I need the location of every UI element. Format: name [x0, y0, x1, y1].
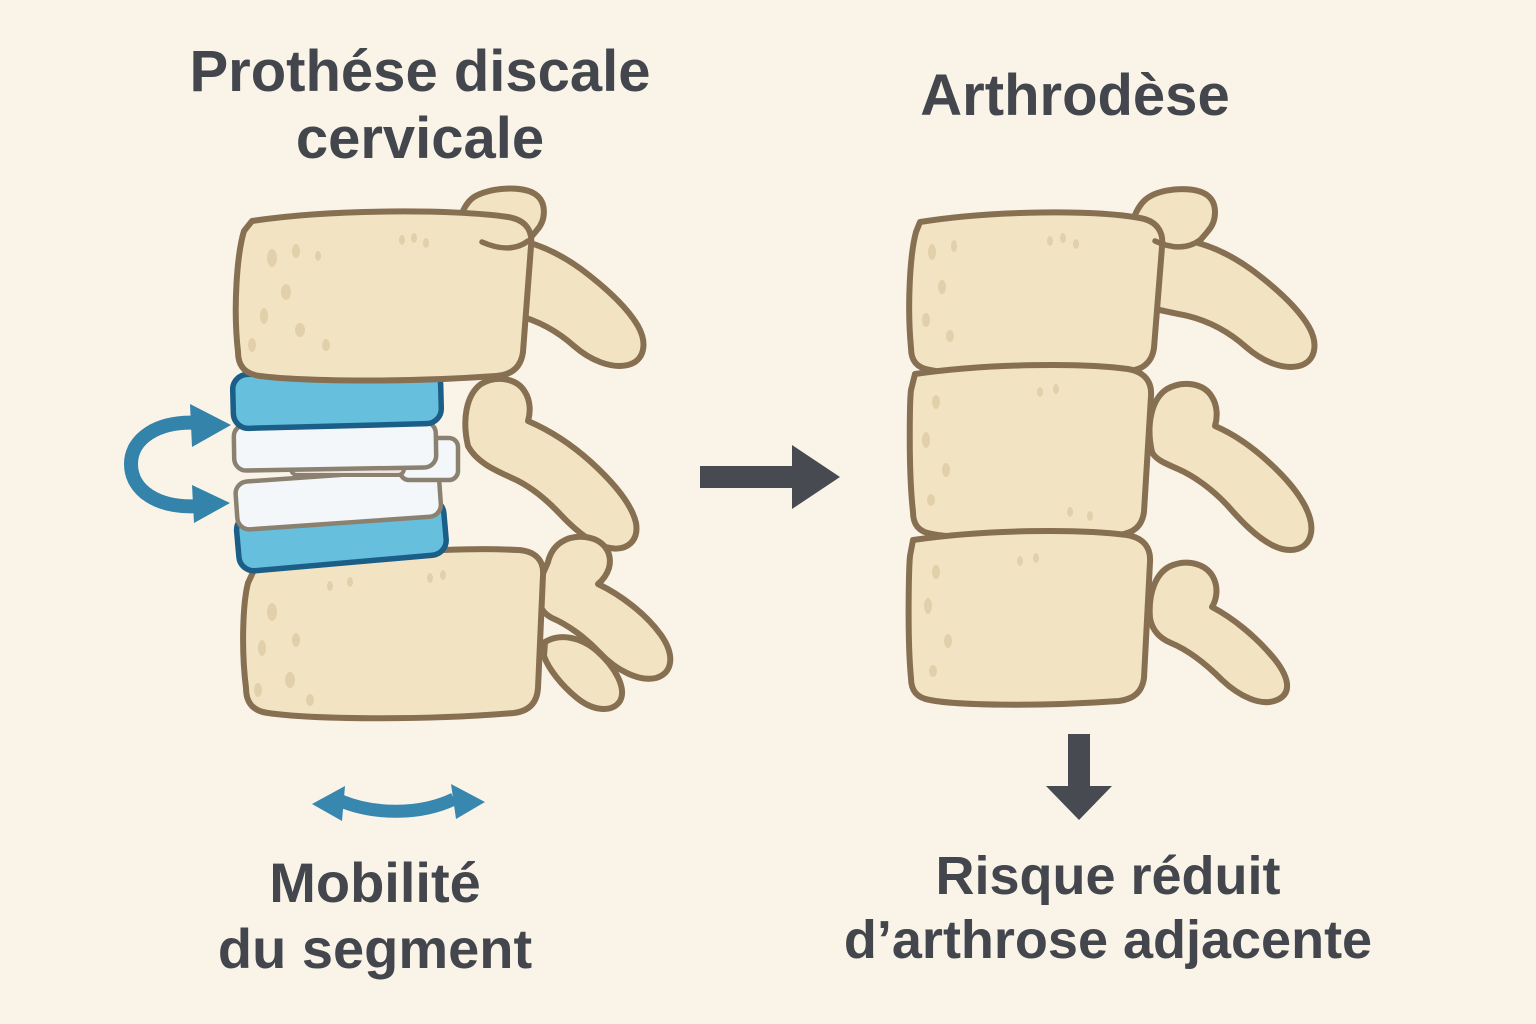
facet-detail-line [479, 238, 531, 251]
disc-prosthesis-spine-illustration [229, 185, 674, 722]
right-caption: Risque réduit d’arthrose adjacente [798, 844, 1418, 972]
left-title-line2: cervicale [295, 106, 545, 171]
fusion-spine-illustration [905, 186, 1318, 708]
vertebra-body-middle [906, 362, 1155, 542]
left-title: Prothése discale cervicale [110, 38, 730, 172]
vertebra-body-lower [240, 546, 547, 722]
vertebra-body-upper [906, 209, 1166, 378]
vertebra-body-lower [905, 528, 1154, 708]
right-title-line1: Arthrodèse [920, 63, 1230, 128]
right-title: Arthrodèse [815, 64, 1335, 128]
bone-speckles [248, 233, 446, 706]
left-caption: Mobilité du segment [115, 850, 635, 982]
facet-detail-line [1152, 237, 1203, 250]
consequence-arrow-icon [1046, 734, 1112, 820]
disc-prosthesis [229, 366, 461, 574]
vertebra-posterior-processes [1124, 186, 1318, 706]
segment-mobility-arrow-icon [312, 784, 485, 821]
vertebra-body-upper [232, 208, 535, 384]
left-caption-line2: du segment [217, 917, 533, 980]
right-caption-line1: Risque réduit [935, 846, 1281, 906]
left-title-line1: Prothése discale [189, 39, 651, 104]
bone-speckles [922, 233, 1093, 677]
rotation-arrow-icon [123, 404, 231, 523]
right-caption-line2: d’arthrose adjacente [843, 910, 1373, 970]
left-caption-line1: Mobilité [269, 851, 481, 914]
transition-arrow-icon [700, 445, 840, 509]
